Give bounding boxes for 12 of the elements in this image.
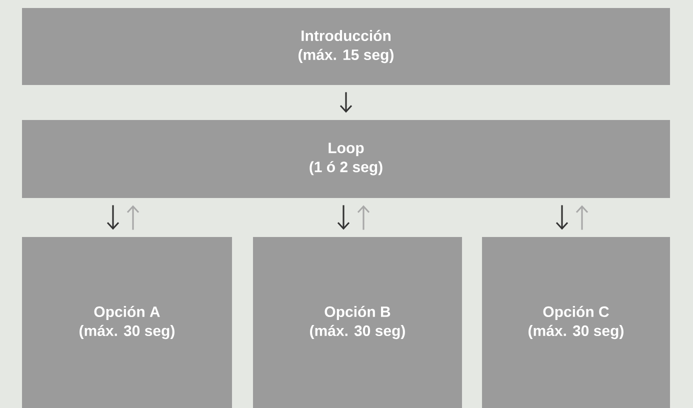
process-box: Opción C (máx. 30 seg) <box>482 237 670 408</box>
arrow <box>340 92 352 113</box>
process-box: Loop (1 ó 2 seg) <box>22 120 670 198</box>
arrow <box>126 205 140 230</box>
process-box: Introducción (máx. 15 seg) <box>22 8 670 85</box>
arrow <box>357 205 370 230</box>
process-box: Opción A (máx. 30 seg) <box>22 237 232 408</box>
process-box: Opción B (máx. 30 seg) <box>253 237 462 408</box>
arrow <box>337 205 350 230</box>
arrow <box>576 205 588 230</box>
arrow <box>556 205 568 230</box>
arrow <box>106 205 120 230</box>
